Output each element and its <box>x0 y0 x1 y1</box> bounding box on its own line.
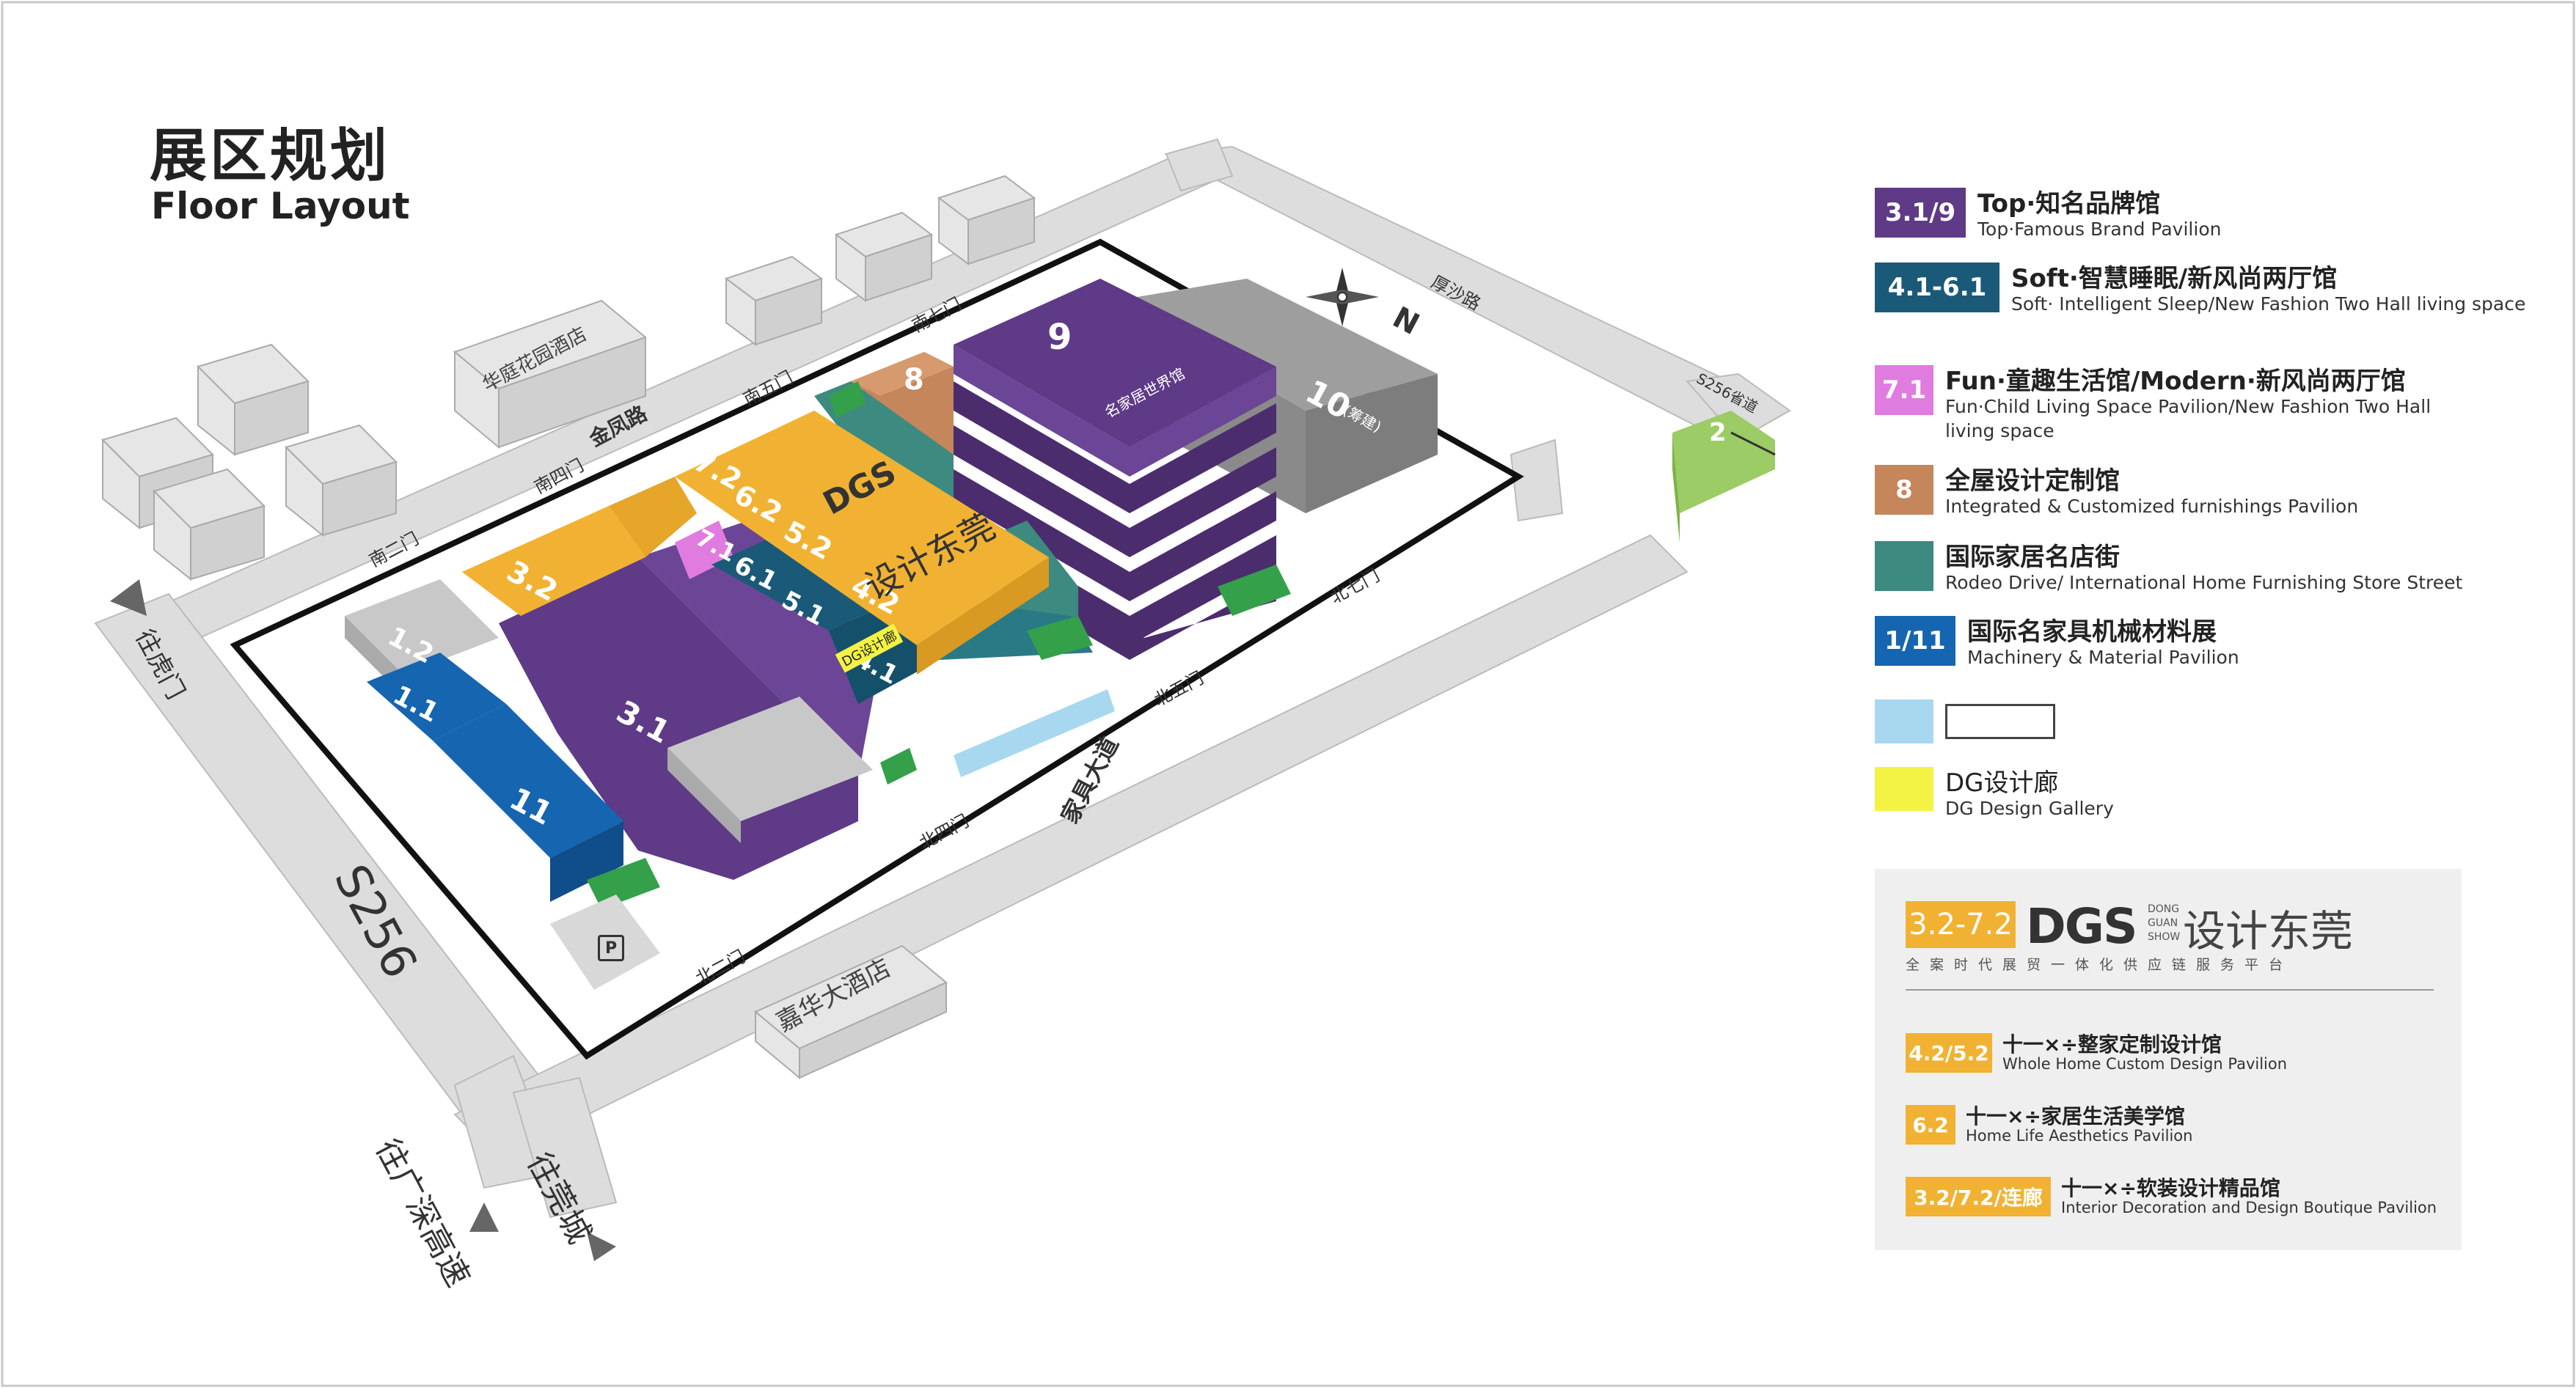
dgs-item-swatch: 3.2/7.2/连廊 <box>1906 1177 2051 1216</box>
legend-brand-logo-icon <box>1945 704 2055 739</box>
legend-swatch: 4.1-6.1 <box>1875 262 1999 312</box>
hall-2-label: 2 <box>1709 418 1727 447</box>
legend-label-cn: 国际家居名店街 <box>1945 543 2120 572</box>
legend-label-en: DG Design Gallery <box>1945 798 2114 819</box>
dgs-item-en: Whole Home Custom Design Pavilion <box>2002 1055 2288 1073</box>
legend-label-cn: Fun·童趣生活馆/Modern·新风尚两厅馆 <box>1945 367 2406 396</box>
hall-11 <box>433 704 623 858</box>
hall-1-2 <box>345 579 499 675</box>
hall-10-side <box>1306 374 1438 513</box>
dgs-item-swatch: 6.2 <box>1906 1105 1955 1145</box>
page-title-cn: 展区规划 <box>150 123 391 189</box>
kiosk-3 <box>1027 616 1093 660</box>
kiosk-2 <box>1218 565 1291 616</box>
legend-label-en: Soft· Intelligent Sleep/New Fashion Two … <box>2011 293 2526 315</box>
dgs-item-en: Interior Decoration and Design Boutique … <box>2061 1199 2437 1216</box>
kiosk-1 <box>587 858 660 909</box>
parking-lot <box>550 895 660 990</box>
background-buildings <box>101 175 1036 1080</box>
hub-building <box>667 697 873 821</box>
parking-icon: P <box>598 935 624 961</box>
divider <box>1906 989 2434 991</box>
dgs-item-cn: 十一×÷软装设计精品馆 <box>2061 1176 2280 1200</box>
legend-label-cn: 国际名家具机械材料展 <box>1967 617 2217 647</box>
legend-swatch <box>1875 541 1933 591</box>
road-stub <box>1165 138 1234 192</box>
dgs-item-en: Home Life Aesthetics Pavilion <box>1966 1127 2193 1145</box>
dgs-item-cn: 十一×÷整家定制设计馆 <box>2002 1032 2222 1057</box>
hall-8-label: 8 <box>904 363 924 397</box>
legend-swatch: 3.1/9 <box>1875 188 1966 238</box>
legend-label-cn: Soft·智慧睡眠/新风尚两厅馆 <box>2011 264 2338 293</box>
legend-label-en: Integrated & Customized furnishings Pavi… <box>1945 496 2359 517</box>
hall-1-1 <box>367 653 506 741</box>
legend-swatch <box>1875 699 1933 743</box>
page-title-en: Floor Layout <box>151 185 410 227</box>
hall-2 <box>1672 411 1775 513</box>
road-to-guancheng <box>512 1076 618 1219</box>
kiosk-5 <box>880 748 917 785</box>
dgs-mini: DONG GUAN SHOW <box>2148 903 2181 943</box>
compass-icon <box>1306 268 1379 326</box>
legend-label-cn: DG设计廊 <box>1945 768 2059 798</box>
legend-swatch: 1/11 <box>1875 616 1955 666</box>
dgs-date: 3.2-7.2 <box>1906 901 2016 948</box>
arrow-humen-icon <box>110 579 147 616</box>
dgs-promo-box: 3.2-7.2 DGS DONG GUAN SHOW 设计东莞 全案时代展贸一体… <box>1875 869 2462 1250</box>
arrow-guangshen-icon <box>469 1202 499 1232</box>
hall-dgs-roof <box>675 411 1049 645</box>
legend-label-en: Rodeo Drive/ International Home Furnishi… <box>1945 572 2463 593</box>
hall-9-label: 9 <box>1047 317 1072 358</box>
dgs-item-cn: 十一×÷家居生活美学馆 <box>1966 1104 2185 1128</box>
legend-label-en: Top·Famous Brand Pavilion <box>1977 219 2222 240</box>
legend-label-cn: Top·知名品牌馆 <box>1977 189 2161 219</box>
legend-label-en: Machinery & Material Pavilion <box>1967 647 2239 668</box>
legend-swatch: 8 <box>1875 465 1933 515</box>
hall-10-roof <box>1115 279 1438 411</box>
road-stub-2 <box>1510 438 1564 522</box>
dgs-name: 设计东莞 <box>2183 906 2354 956</box>
dgs-item-swatch: 4.2/5.2 <box>1906 1033 1992 1073</box>
dgs-logo: DGS <box>2026 898 2137 955</box>
legend-label-cn: 全屋设计定制馆 <box>1945 466 2120 496</box>
arrow-guancheng-icon <box>587 1232 616 1261</box>
dgs-slogan: 全案时代展贸一体化供应链服务平台 <box>1906 957 2294 973</box>
legend-swatch: 7.1 <box>1875 365 1933 415</box>
legend-swatch <box>1875 767 1933 811</box>
legend-label-en: Fun·Child Living Space Pavilion/New Fash… <box>1945 396 2432 441</box>
kiosk-4 <box>829 381 866 418</box>
hall-3-2 <box>462 506 645 616</box>
light-blue-pavilion <box>954 689 1115 777</box>
